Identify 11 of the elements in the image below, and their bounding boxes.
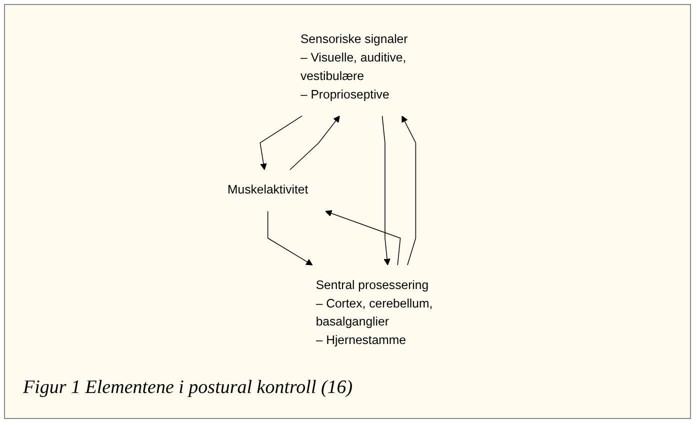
arrow (402, 116, 416, 266)
arrow (290, 116, 340, 170)
arrow (325, 210, 401, 266)
node-text: Sensoriske signaler – Visuelle, auditive, vestibulære – Proprioseptive (300, 32, 408, 102)
arrow (382, 116, 390, 266)
arrow (267, 210, 313, 266)
arrow (260, 116, 302, 170)
node-text: Muskelaktivitet (228, 184, 308, 197)
node-text: Sentral prosessering – Cortex, cerebellum, basalganglier – Hjernestamme (316, 278, 433, 348)
figure-caption: Figur 1 Elementene i postural kontroll (16) (23, 377, 353, 399)
diagram-background: Sensoriske signaler – Visuelle, auditive, vestibulære – Proprioseptive Muskelaktivitet Sentral prosessering – Cortex, cerebellum, basalganglier – Hjernestamme Figur 1 Elementene i postural kontroll (16) (4, 4, 691, 419)
